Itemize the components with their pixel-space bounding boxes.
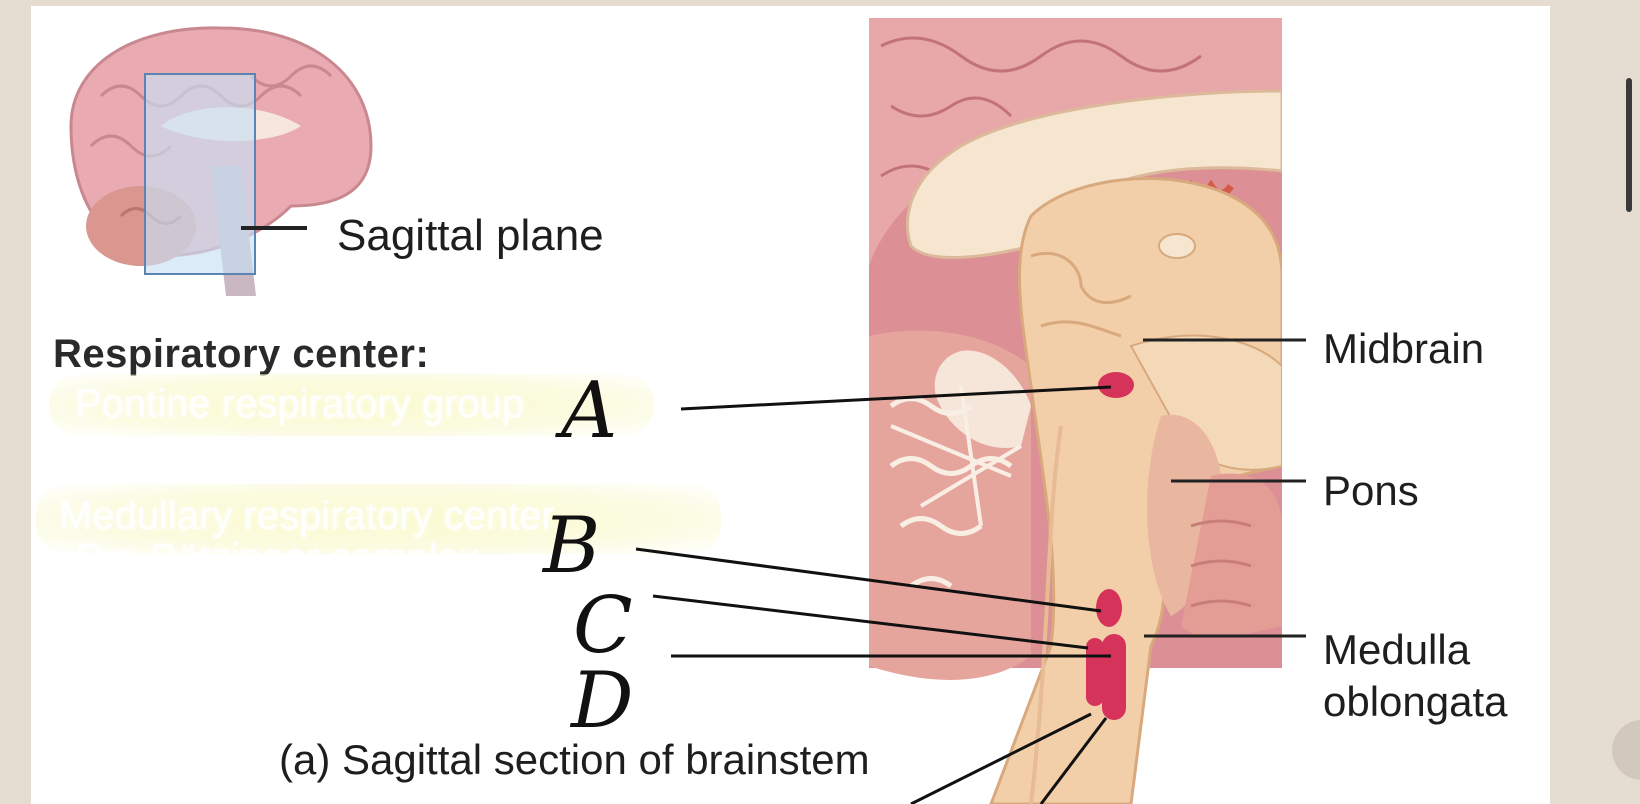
highlight-medullary [36,484,721,554]
hidden-item-pre-botzinger: Pre-Bötzinger complex [75,536,480,580]
midbrain-label: Midbrain [1323,325,1485,372]
vertical-scrollbar[interactable] [1626,78,1632,212]
sagittal-plane-box [144,73,256,275]
medulla-label-line1: Medulla [1323,626,1471,673]
hidden-item-medullary: Medullary respiratory center [59,494,555,538]
figure-caption: (a) Sagittal section of brainstem [279,736,870,783]
highlight-pontine [49,374,654,436]
hidden-item-dorsal: Dorsal respiratory group [75,586,505,630]
pons-label: Pons [1323,467,1419,514]
medulla-label-line2: oblongata [1323,678,1508,725]
medulla-oblongata-label: Medulla oblongata [1323,624,1508,728]
handwritten-label-b: B [543,501,601,591]
respiratory-center-title: Respiratory center: [53,332,430,376]
hidden-item-ventral: Ventral respiratory group [75,636,514,680]
figure-card: Sagittal plane Respiratory center: Ponti… [31,6,1550,804]
background-decoration [1612,720,1640,780]
brainstem-illustration [635,18,1306,804]
brain-thumbnail [69,26,373,296]
handwritten-label-d: D [571,656,634,746]
handwritten-label-c: C [573,581,633,671]
hidden-item-pontine: Pontine respiratory group [75,382,525,426]
handwritten-label-a: A [561,366,618,456]
sagittal-plane-label: Sagittal plane [337,211,604,260]
